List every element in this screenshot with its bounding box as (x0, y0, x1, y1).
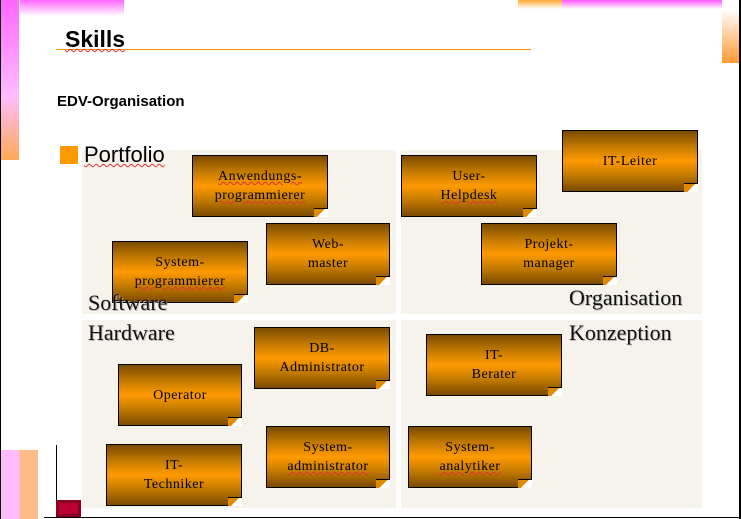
note-line: User- (452, 169, 486, 184)
note-line: Helpdesk (440, 188, 498, 203)
slide-title: Skills (65, 26, 126, 52)
decor-bar (1, 450, 38, 519)
note-line: master (307, 256, 349, 271)
note-line: System- (303, 440, 353, 455)
note-it-leiter[interactable]: IT-Leiter (562, 130, 698, 192)
slide-border-left (0, 0, 1, 519)
bullet-text: Portfolio (84, 142, 165, 167)
decor-bar (562, 0, 722, 9)
decor-bar (722, 9, 739, 63)
note-line: Administrator (279, 360, 365, 375)
note-systemprogrammierer[interactable]: System-programmierer (112, 241, 248, 303)
note-user-helpdesk[interactable]: User- Helpdesk (401, 155, 537, 217)
note-line: IT- (164, 458, 184, 473)
note-line: Web- (312, 237, 344, 252)
note-line: DB- (309, 341, 335, 356)
note-systemadministrator[interactable]: System-administrator (266, 426, 390, 488)
quadrant-divider (396, 150, 401, 508)
note-operator[interactable]: Operator (118, 364, 242, 426)
decor-square (56, 500, 81, 517)
note-line: administrator (287, 459, 369, 474)
note-line: Techniker (143, 477, 205, 492)
note-line: Berater (471, 367, 517, 382)
label-konzeption: Konzeption (569, 320, 672, 345)
note-line: Anwendungs- (217, 169, 303, 184)
note-line: Operator (153, 387, 207, 403)
note-db-administrator[interactable]: DB- Administrator (254, 327, 390, 389)
note-line: System- (155, 255, 205, 270)
decor-bar (20, 0, 124, 16)
note-anwendungsprogrammierer[interactable]: Anwendungs-programmierer (192, 155, 328, 217)
note-line: programmierer (134, 274, 226, 289)
note-line: IT-Leiter (602, 153, 658, 169)
bullet-square-icon (60, 146, 78, 164)
note-line: System- (445, 440, 495, 455)
note-it-berater[interactable]: IT- Berater (426, 334, 562, 396)
note-line: manager (523, 256, 575, 271)
decor-bar (1, 0, 19, 160)
label-software: Software (88, 290, 168, 315)
label-organisation: Organisation (569, 285, 683, 310)
decor-line (56, 445, 57, 517)
slide-border-right (739, 0, 741, 519)
slide-subtitle: EDV-Organisation (57, 93, 185, 110)
quadrant-divider (82, 314, 702, 320)
decor-bar (518, 0, 562, 9)
note-webmaster[interactable]: Web-master (266, 223, 390, 285)
slide-border-bottom (44, 517, 741, 518)
note-it-techniker[interactable]: IT- Techniker (106, 444, 242, 506)
note-systemanalytiker[interactable]: System-analytiker (408, 426, 532, 488)
label-hardware: Hardware (88, 320, 175, 345)
note-line: analytiker (439, 459, 501, 474)
note-line: Projekt- (524, 237, 574, 252)
title-underline (56, 49, 531, 50)
note-projektmanager[interactable]: Projekt-manager (481, 223, 617, 285)
note-line: IT- (484, 348, 504, 363)
note-line: programmierer (214, 188, 306, 203)
